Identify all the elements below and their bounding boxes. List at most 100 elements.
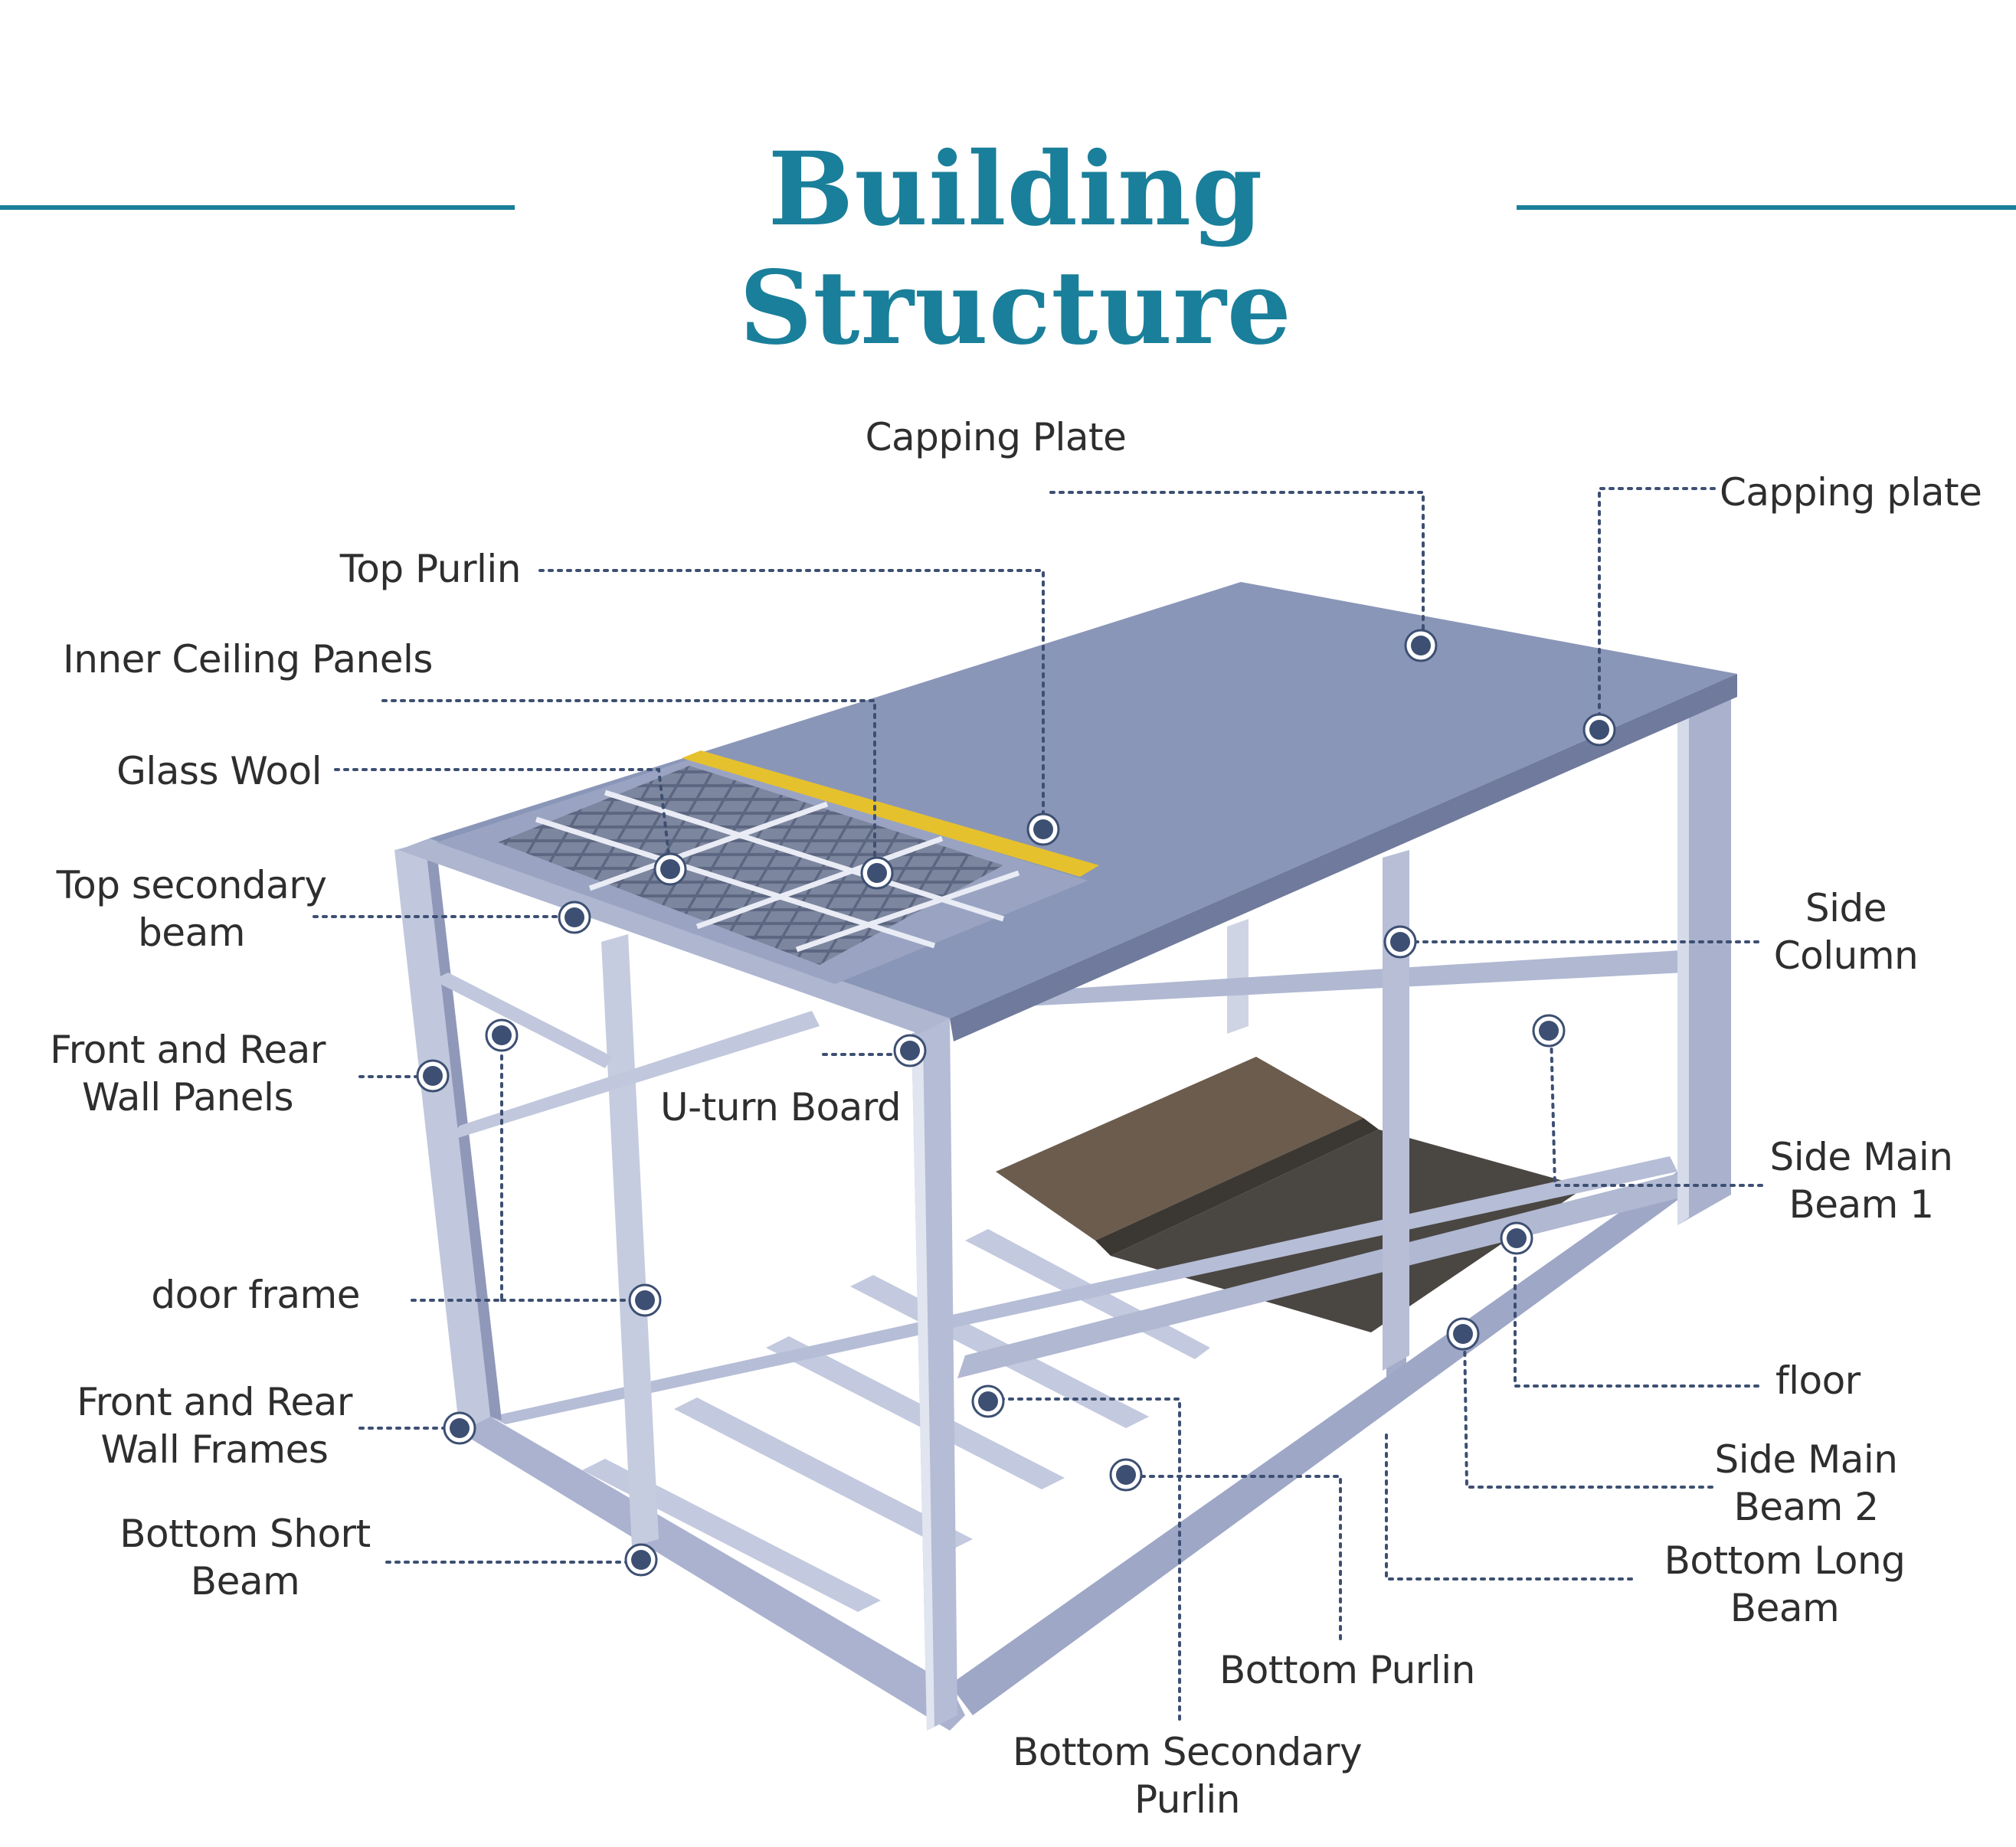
label-bottom-secondary-purlin-line-1: Bottom Secondary [1012,1730,1363,1774]
front-wall-frame [394,839,957,1731]
floor-board-seam [1095,1118,1379,1256]
label-inner-ceiling-panels: Inner Ceiling Panels [63,637,433,682]
front-mid-rail [433,973,613,1068]
rear-wall-panel-rail [448,1011,820,1141]
leader-line-inner-ceiling-panels [381,699,876,873]
leader-line-side-main-beam-1 [1550,1031,1763,1187]
marker-dot-top-purlin [1033,819,1053,839]
side-main-beam-1 [934,950,1693,1011]
label-bottom-long-beam: Bottom Long Beam [1647,1537,1923,1632]
marker-dot-u-turn-board [900,1041,920,1061]
label-bottom-short-beam-line-2: Beam [190,1559,300,1603]
bottom-long-beam-front [950,1172,1685,1715]
marker-dot-floor [1507,1228,1527,1248]
label-front-rear-wall-panels-line-2: Wall Panels [82,1075,294,1120]
title-rule-right [1517,205,2016,210]
bottom-beams [460,1156,1685,1731]
door-frame-post [601,934,659,1547]
label-side-main-beam-2-line-2: Beam 2 [1733,1485,1879,1529]
front-right-post-face [911,1034,934,1731]
label-top-secondary-beam: Top secondary beam [31,861,352,956]
bottom-short-beam [460,1417,965,1731]
front-left-post [394,842,490,1432]
label-front-rear-wall-panels-line-1: Front and Rear [50,1028,326,1072]
front-top-rail [398,839,950,1034]
leader-line-bottom-secondary-purlin [987,1398,1181,1721]
marker-dot-front-rear-wall-frames [450,1418,470,1438]
marker-dot-top-secondary-beam [565,907,584,927]
marker-dot-door-frame-post [635,1290,655,1310]
leader-line-capping-plate-right [1598,487,1716,729]
label-front-rear-wall-panels: Front and Rear Wall Panels [31,1026,345,1121]
leader-line-bottom-purlin [1124,1475,1342,1640]
label-floor: floor [1775,1358,1861,1403]
leader-line-door-frame [411,1034,503,1302]
marker-dot-bottom-short-beam [631,1550,651,1570]
label-front-rear-wall-frames-line-2: Wall Frames [100,1427,329,1472]
bottom-purlin-5 [582,1459,881,1612]
label-side-main-beam-2: Side Main Beam 2 [1699,1436,1913,1531]
markers [416,629,1616,1577]
label-side-column-line-1: Side [1805,886,1887,930]
bottom-purlin-3 [766,1336,1065,1489]
label-bottom-short-beam: Bottom Short Beam [92,1510,398,1605]
roof-front-edge [950,674,1737,1041]
leader-line-glass-wool [334,768,672,868]
marker-dot-side-main-beam-1 [1539,1021,1559,1041]
label-top-purlin: Top Purlin [339,547,522,591]
side-main-beam-2 [957,1172,1693,1378]
label-door-frame: door frame [151,1273,360,1317]
label-top-secondary-beam-line-1: Top secondary [56,863,327,907]
marker-dot-door-frame [492,1025,512,1045]
marker-dot-bottom-secondary-purlin [978,1391,998,1411]
side-column-right [1677,674,1731,1225]
label-front-rear-wall-frames: Front and Rear Wall Frames [54,1378,375,1473]
leader-line-bottom-long-beam [1385,1430,1633,1581]
inner-ceiling-glass-wool [498,766,1003,965]
leader-line-top-purlin [538,569,1045,829]
side-column-right-face [1677,704,1689,1225]
label-side-main-beam-1: Side Main Beam 1 [1754,1133,1969,1228]
label-capping-plate-top: Capping Plate [865,415,1127,459]
leader-line-floor [1514,1237,1759,1388]
label-side-main-beam-2-line-1: Side Main [1714,1437,1898,1482]
label-bottom-long-beam-line-1: Bottom Long [1664,1538,1906,1583]
leader-line-side-main-beam-2 [1463,1332,1713,1489]
marker-dot-inner-ceiling-panels [867,863,887,883]
roof [429,582,1737,1041]
label-bottom-secondary-purlin-line-2: Purlin [1134,1777,1241,1822]
label-capping-plate-right: Capping plate [1720,470,1982,515]
label-bottom-long-beam-line-2: Beam [1730,1586,1840,1630]
side-frame-right [934,674,1731,1378]
label-side-main-beam-1-line-2: Beam 1 [1789,1182,1934,1227]
marker-dot-capping-plate-right [1589,720,1609,740]
title-rule-left [0,205,515,210]
label-side-column-line-2: Column [1773,933,1919,978]
bottom-purlin-4 [674,1398,973,1551]
marker-dot-front-rear-wall-panels [423,1066,443,1086]
page-title: Building Structure [739,130,1292,368]
label-side-column: Side Column [1762,884,1930,979]
door-opening-post [1227,919,1249,1034]
glass-wool-strip [682,750,1099,877]
label-bottom-short-beam-line-1: Bottom Short [119,1512,371,1556]
label-front-rear-wall-frames-line-1: Front and Rear [77,1380,352,1424]
label-bottom-purlin: Bottom Purlin [1219,1648,1475,1692]
marker-dot-bottom-purlin [1116,1465,1136,1485]
marker-dot-glass-wool [660,859,680,879]
label-top-secondary-beam-line-2: beam [138,910,245,955]
marker-dot-capping-plate-top [1411,636,1431,655]
side-column-mid [1383,850,1409,1371]
label-side-main-beam-1-line-1: Side Main [1769,1135,1953,1179]
title-block: Building Structure [0,123,2016,368]
label-glass-wool: Glass Wool [116,749,322,793]
floor-board-top [996,1057,1363,1241]
marker-dot-side-column [1390,932,1410,952]
leader-line-capping-plate-top [1049,491,1425,647]
marker-dot-side-main-beam-2 [1453,1324,1473,1344]
bottom-long-beam-rear [490,1156,1677,1424]
top-purlin-grid [535,789,1020,953]
label-u-turn-board: U-turn Board [660,1085,902,1129]
